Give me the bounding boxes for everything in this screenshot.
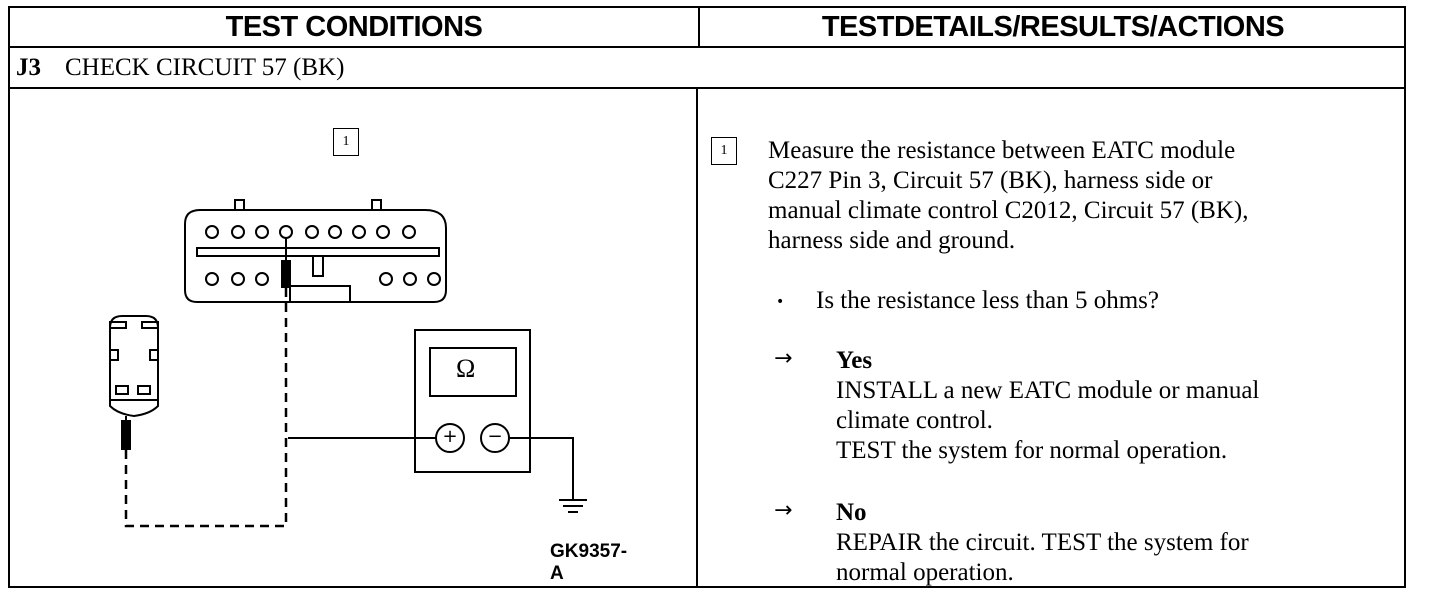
question-bullet: • [776,294,785,310]
ohmmeter [414,329,531,473]
yes-result: Yes INSTALL a new EATC module or manual … [836,346,1259,466]
step-rule [10,87,1404,89]
no-arrow-icon: → [774,498,793,523]
instruction-line: Measure the resistance between EATC modu… [768,137,1236,164]
instruction-line: harness side and ground. [768,227,1016,254]
minus-label: − [487,426,503,447]
connector-pin-3 [279,225,293,239]
yes-action-line: INSTALL a new EATC module or manual [836,377,1260,404]
no-action-line: REPAIR the circuit. TEST the system for [836,529,1249,556]
header-divider [698,8,700,48]
question-text: Is the resistance less than 5 ohms? [816,287,1159,314]
diagram-step-box: 1 [333,128,359,156]
connector-key [312,255,324,277]
no-result: No REPAIR the circuit. TEST the system f… [836,498,1249,588]
ohmmeter-display [429,347,517,397]
step-title: CHECK CIRCUIT 57 (BK) [65,54,345,81]
header-rule [10,46,1404,48]
yes-action-line: climate control. [836,407,993,434]
connector-tab-right [371,199,382,211]
no-action-line: normal operation. [836,559,1014,586]
header-test-details: TESTDETAILS/RESULTS/ACTIONS [821,11,1285,43]
yes-action-line: TEST the system for normal operation. [836,437,1228,464]
yes-label: Yes [836,347,873,374]
step-title-row: J3 CHECK CIRCUIT 57 (BK) [16,48,344,88]
connector-tab-left [234,199,245,211]
instruction-text: Measure the resistance between EATC modu… [768,136,1248,256]
details-step-box: 1 [711,137,737,165]
connector-latch [289,285,351,303]
test-table: TEST CONDITIONS TESTDETAILS/RESULTS/ACTI… [8,6,1406,588]
yes-arrow-icon: → [774,346,793,371]
column-divider [696,88,698,586]
header-test-conditions: TEST CONDITIONS [225,11,483,43]
figure-id: GK9357-A [550,541,628,584]
no-label: No [836,499,867,526]
connector-meter-diagram [109,199,587,528]
jumper-lead [124,288,288,528]
ohm-symbol: Ω [456,354,476,383]
connector-c227 [184,209,447,303]
plus-label: + [442,426,458,447]
step-code: J3 [16,54,41,81]
instruction-line: manual climate control C2012, Circuit 57… [768,197,1249,224]
instruction-line: C227 Pin 3, Circuit 57 (BK), harness sid… [768,167,1213,194]
